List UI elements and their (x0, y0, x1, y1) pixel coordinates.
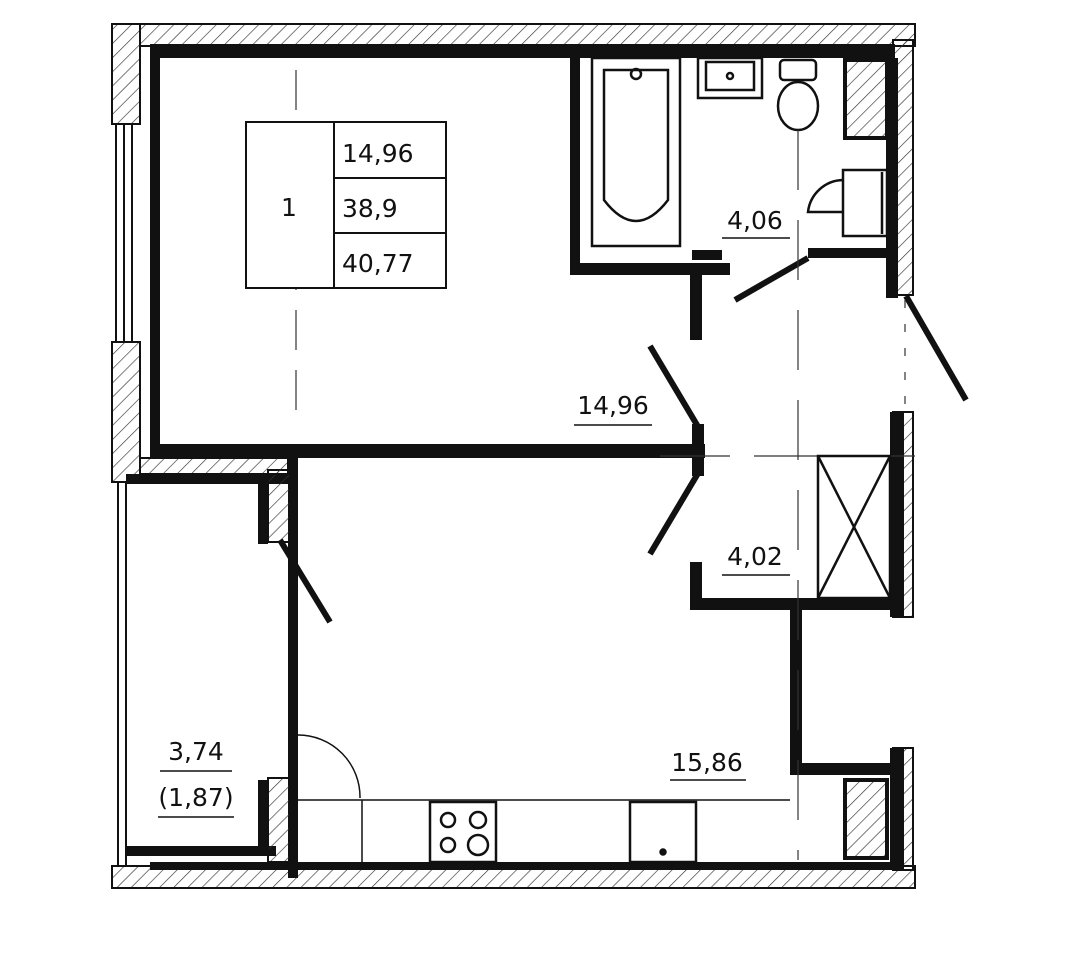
door-swing-arc (297, 734, 361, 799)
door-entrance (903, 294, 969, 402)
room-labels: 14,96 4,06 4,02 15,86 3,74 (1,87) (158, 206, 790, 818)
kitchen-counter (298, 799, 790, 862)
ventilation-shaft-bottom (843, 778, 889, 860)
doors (277, 255, 969, 624)
washbasin-icon (696, 56, 764, 100)
toilet-icon (776, 58, 820, 132)
door-bedroom (647, 344, 703, 432)
bathtub-icon (590, 56, 682, 248)
door-balcony (277, 538, 333, 624)
bedroom-area-label: 14,96 (577, 391, 649, 420)
window-bedroom (115, 124, 133, 342)
walls (126, 44, 904, 878)
balcony-area-label: 3,74 (168, 737, 224, 766)
balcony-wall-hatching (139, 457, 291, 863)
door-bathroom (733, 255, 810, 303)
apartment-summary-box: 1 14,96 38,9 40,77 (245, 121, 447, 289)
ventilation-shaft-top (843, 58, 889, 140)
unit-number: 1 (281, 193, 297, 222)
balcony-glazing (117, 482, 127, 866)
wardrobe-icon (816, 454, 892, 600)
door-kitchen (647, 468, 703, 556)
stove-icon (428, 800, 498, 864)
balcony-reduced-area-label: (1,87) (158, 783, 233, 812)
total-area-value: 38,9 (342, 194, 398, 223)
washing-machine-icon (806, 168, 889, 238)
living-area-value: 14,96 (342, 139, 414, 168)
hallway-area-label: 4,02 (727, 542, 783, 571)
kitchen-sink-icon (628, 800, 698, 864)
kitchen-living-area-label: 15,86 (671, 748, 743, 777)
total-area-with-balcony-value: 40,77 (342, 249, 414, 278)
bathroom-area-label: 4,06 (727, 206, 783, 235)
